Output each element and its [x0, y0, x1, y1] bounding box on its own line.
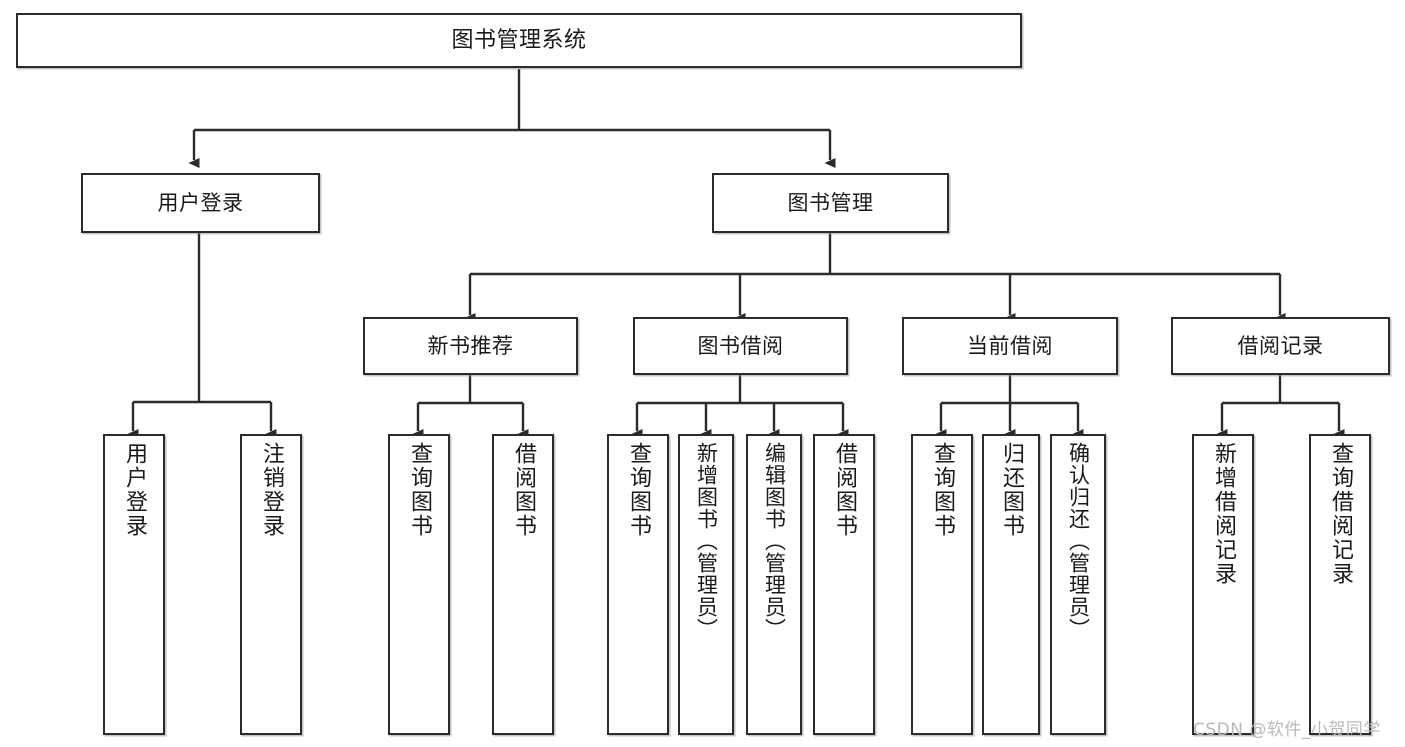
node-leaf-add-borrow-record[interactable]: 新增借阅记录 — [1192, 434, 1254, 735]
node-label: 新增借阅记录 — [1211, 442, 1236, 586]
node-root-system[interactable]: 图书管理系统 — [16, 13, 1022, 68]
node-leaf-add-book-admin[interactable]: 新增图书（管理员） — [678, 434, 734, 735]
node-label: 图书管理系统 — [451, 27, 587, 53]
node-leaf-query-borrow-record[interactable]: 查询借阅记录 — [1309, 434, 1371, 735]
csdn-watermark: CSDN @软件_小贺同学 — [1193, 720, 1381, 740]
node-leaf-borrow-book-rec[interactable]: 借阅图书 — [492, 434, 554, 735]
node-new-book-recommend[interactable]: 新书推荐 — [363, 317, 578, 375]
node-user-login[interactable]: 用户登录 — [81, 173, 320, 233]
node-leaf-query-book-borrow[interactable]: 查询图书 — [607, 434, 669, 735]
node-label: 查询借阅记录 — [1328, 442, 1353, 586]
node-leaf-return-book[interactable]: 归还图书 — [982, 434, 1040, 735]
node-borrow-record[interactable]: 借阅记录 — [1171, 317, 1390, 375]
node-label: 归还图书 — [999, 442, 1024, 538]
node-label: 确认归还（管理员） — [1066, 442, 1091, 640]
node-leaf-query-book-current[interactable]: 查询图书 — [911, 434, 973, 735]
node-leaf-edit-book-admin[interactable]: 编辑图书（管理员） — [746, 434, 802, 735]
node-label: 用户登录 — [157, 190, 244, 215]
node-label: 用户登录 — [122, 442, 147, 538]
node-label: 查询图书 — [626, 442, 651, 538]
node-book-admin[interactable]: 图书管理 — [712, 173, 949, 233]
node-label: 借阅图书 — [832, 442, 857, 538]
node-label: 查询图书 — [407, 442, 432, 538]
node-label: 图书管理 — [787, 190, 874, 215]
node-label: 注销登录 — [259, 442, 284, 538]
node-label: 当前借阅 — [967, 333, 1053, 358]
node-leaf-query-book-rec[interactable]: 查询图书 — [388, 434, 450, 735]
node-label: 新书推荐 — [427, 333, 514, 358]
node-leaf-logout[interactable]: 注销登录 — [240, 434, 302, 735]
node-leaf-confirm-return-admin[interactable]: 确认归还（管理员） — [1050, 434, 1106, 735]
node-label: 编辑图书（管理员） — [762, 442, 787, 640]
node-leaf-borrow-book[interactable]: 借阅图书 — [813, 434, 875, 735]
node-current-borrow[interactable]: 当前借阅 — [902, 317, 1118, 375]
node-label: 新增图书（管理员） — [694, 442, 719, 640]
node-label: 图书借阅 — [697, 333, 784, 358]
node-leaf-user-login[interactable]: 用户登录 — [103, 434, 165, 735]
node-book-borrow[interactable]: 图书借阅 — [633, 317, 848, 375]
node-label: 借阅图书 — [511, 442, 536, 538]
node-label: 查询图书 — [930, 442, 955, 538]
node-label: 借阅记录 — [1237, 333, 1324, 358]
